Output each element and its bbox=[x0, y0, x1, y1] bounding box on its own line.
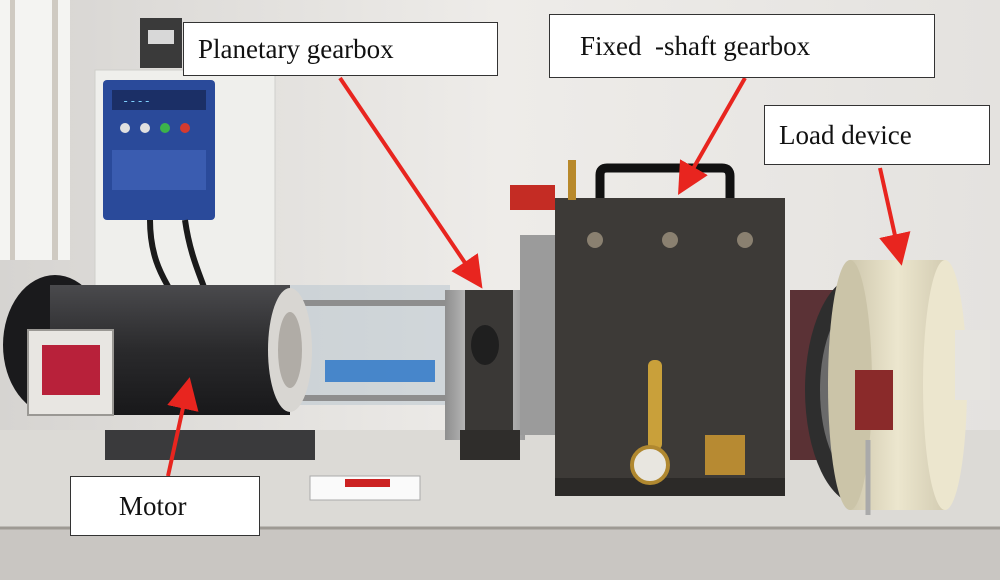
load-device bbox=[790, 260, 990, 515]
controller-display: ---- bbox=[122, 94, 151, 108]
fixed-shaft-arrow bbox=[678, 77, 747, 195]
motor-arrow bbox=[166, 377, 199, 477]
load-arrow bbox=[878, 167, 911, 266]
planetary-arrow bbox=[338, 76, 483, 289]
planetary-gearbox bbox=[445, 290, 525, 460]
fixed-shaft-gearbox bbox=[510, 160, 785, 496]
load-device-label: Load device bbox=[764, 105, 990, 165]
fixed-shaft-gearbox-label: Fixed -shaft gearbox bbox=[549, 14, 935, 78]
motor-label: Motor bbox=[70, 476, 260, 536]
planetary-gearbox-label: Planetary gearbox bbox=[183, 22, 498, 76]
